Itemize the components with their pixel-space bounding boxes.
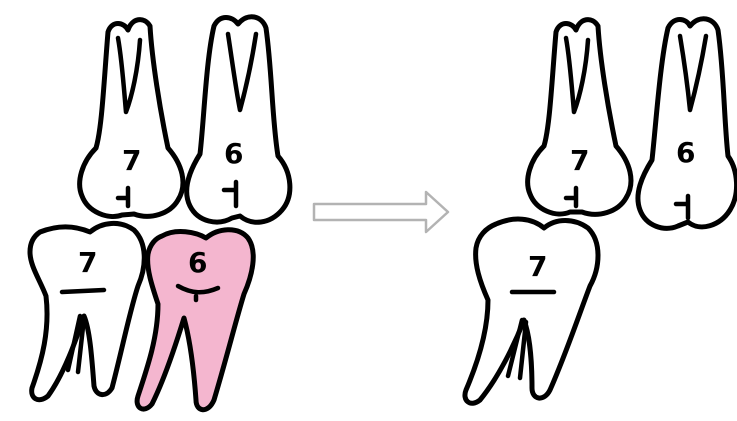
before-lower-6-label: 6 — [188, 246, 207, 279]
before-lower-molar-7: 7 — [30, 223, 144, 399]
before-upper-molar-6: 6 — [187, 17, 290, 222]
before-group: 7 6 7 6 — [30, 17, 290, 410]
after-upper-molar-6: 6 — [638, 19, 737, 229]
before-upper-6-label: 6 — [224, 137, 243, 170]
after-lower-molar-7: 7 — [465, 219, 598, 403]
after-lower-7-label: 7 — [528, 250, 547, 283]
before-lower-molar-6-highlighted: 6 — [137, 230, 253, 410]
after-upper-molar-7: 7 — [528, 20, 631, 215]
after-upper-6-label: 6 — [676, 136, 695, 169]
transition-arrow — [314, 192, 448, 232]
after-group: 7 6 7 — [465, 19, 737, 404]
before-upper-molar-7: 7 — [80, 20, 183, 217]
before-lower-7-label: 7 — [78, 246, 97, 279]
before-upper-7-label: 7 — [122, 144, 141, 177]
after-upper-7-label: 7 — [570, 144, 589, 177]
